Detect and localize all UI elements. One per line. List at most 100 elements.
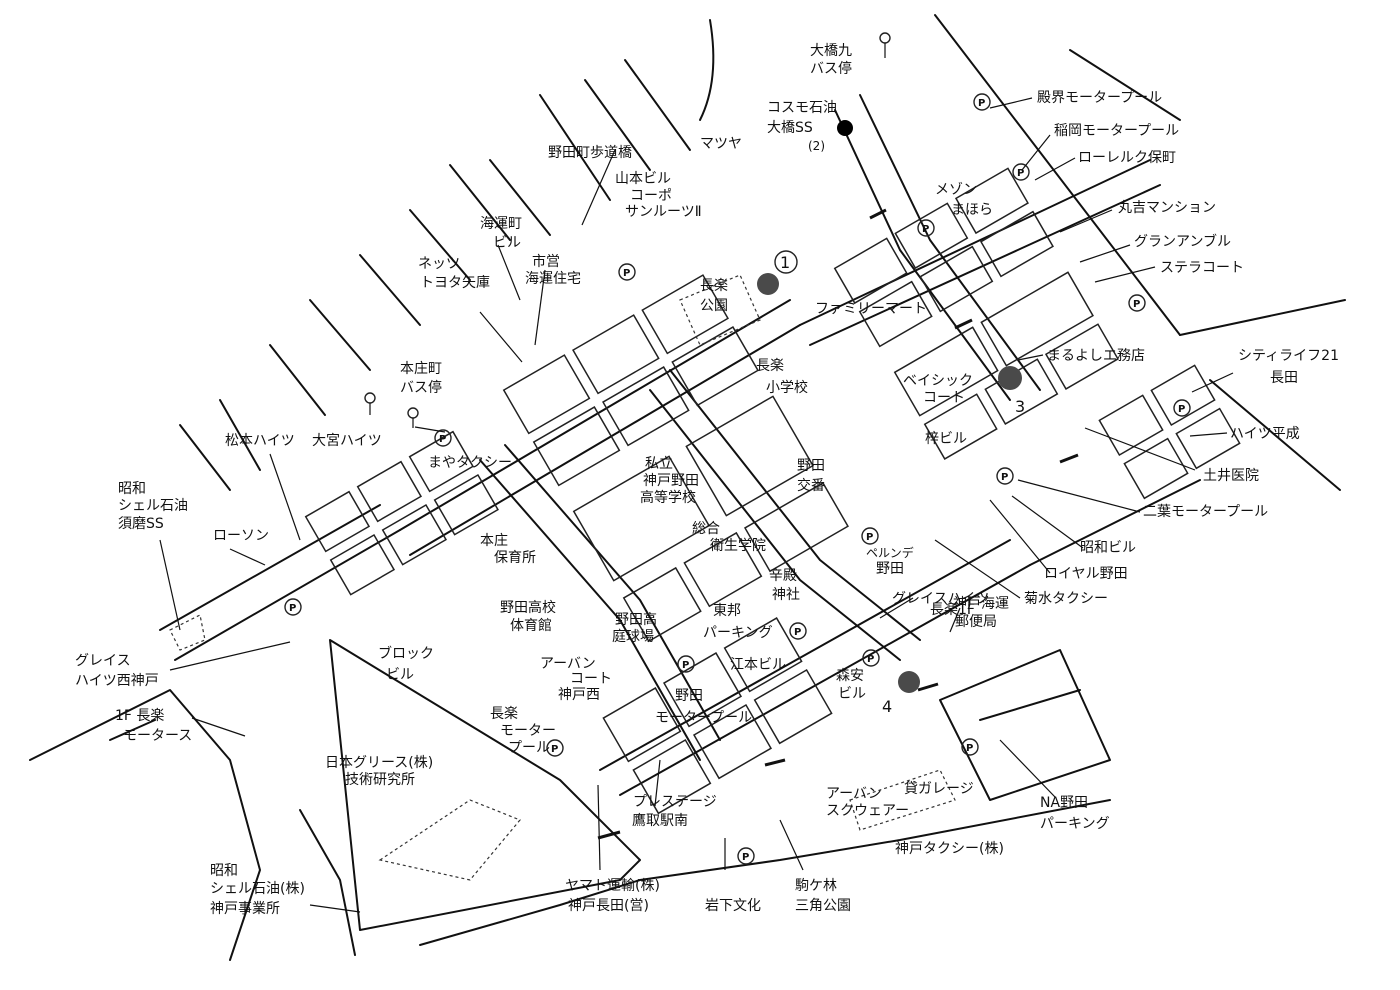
label-maruyoshi: まるよしエ務店 — [1047, 348, 1145, 364]
label-tatsuden-2: 神社 — [772, 587, 800, 603]
label-kashi-garage: 貸ガレージ — [904, 781, 974, 797]
label-noda-gym-2: 体育館 — [510, 617, 552, 634]
label-noda-bridge: 野田町歩道橋 — [548, 145, 632, 161]
label-urban-court-3: 神戸西 — [558, 687, 600, 703]
label-showa-bldg: 昭和ビル — [1080, 540, 1136, 556]
parking-icon: P — [861, 527, 879, 545]
label-yamato-1: ヤマト運輸(株) — [565, 878, 660, 894]
label-noda-motor-2: モータープール — [655, 710, 752, 726]
label-inaoka: 稲岡モータープール — [1054, 123, 1179, 139]
label-nihon-grease-2: 技術研究所 — [345, 772, 415, 788]
label-royal: ロイヤル野田 — [1044, 566, 1128, 582]
label-kaiun-bldg-2: ビル — [493, 235, 521, 251]
label-morimoto-1: 森安 — [836, 668, 864, 684]
leader-lines — [159, 97, 1234, 913]
parking-icon: P — [546, 739, 564, 757]
parking-icon: P — [973, 93, 991, 111]
label-doi: 土井医院 — [1203, 468, 1259, 484]
svg-text:P: P — [682, 660, 689, 671]
label-block-2: ビル — [386, 667, 414, 683]
label-nagara-school-2: 小学校 — [766, 379, 808, 396]
label-komagabayashi-1: 駒ケ林 — [795, 878, 837, 894]
svg-text:P: P — [551, 744, 558, 755]
svg-text:P: P — [1178, 404, 1185, 415]
parking-markers: P P P P P P P P P P P P P P P P — [284, 93, 1191, 865]
label-perinde-1: ペルンデ — [866, 545, 914, 560]
label-shiei-1: 市営 — [532, 253, 560, 270]
location-markers: 1 3 4 — [757, 120, 1025, 716]
parking-icon: P — [996, 467, 1014, 485]
label-komagabayashi-2: 三角公園 — [795, 898, 851, 914]
label-grace-nagara-1: グレイスハイツ — [892, 591, 989, 607]
label-tonokai: 殿界モータープール — [1037, 90, 1162, 106]
label-basic-1: ベイシック — [903, 373, 973, 389]
parking-icon: P — [917, 219, 935, 237]
label-yamamoto-1: 山本ビル — [615, 171, 671, 187]
parking-icon: P — [434, 429, 452, 447]
svg-text:P: P — [289, 603, 296, 614]
label-honjo-bus-2: バス停 — [400, 379, 442, 396]
label-showa-jigyo-1: 昭和 — [210, 863, 238, 879]
label-honjo-hoiku-1: 本庄 — [480, 532, 508, 549]
label-nagara-motor-2: モーター — [500, 723, 556, 739]
label-omiya: 大宮ハイツ — [312, 433, 382, 449]
label-nihon-grease-1: 日本グリース(株) — [325, 755, 433, 771]
label-grace-nagara-2: 長楽1F — [930, 602, 975, 618]
label-post-2: 郵便局 — [955, 614, 997, 630]
label-ohashi-bus-2: バス停 — [810, 60, 852, 77]
label-citylife-1: シティライフ21 — [1238, 348, 1339, 364]
label-grace-nishi-1: グレイス — [75, 653, 131, 669]
svg-text:P: P — [966, 743, 973, 754]
label-kobe-taxi: 神戸タクシー(株) — [895, 841, 1004, 857]
label-sogo-2: 衛生学院 — [710, 538, 766, 554]
label-honjo-bus-1: 本庄町 — [400, 360, 442, 377]
label-honjo-hoiku-2: 保育所 — [494, 550, 536, 566]
label-marukichi: 丸吉マンション — [1118, 200, 1216, 216]
svg-text:P: P — [623, 268, 630, 279]
label-ohashi-bus-1: 大橋九 — [810, 43, 852, 59]
label-noda-court-1: 野田高 — [615, 611, 657, 628]
label-netz-1: ネッツ — [418, 256, 460, 272]
label-urban-court-2: コート — [570, 671, 612, 687]
label-sogo-1: 総合 — [692, 521, 720, 537]
label-maison-1: メゾン — [935, 182, 977, 198]
svg-text:P: P — [439, 434, 446, 445]
label-morimoto-2: ビル — [838, 686, 866, 702]
label-lawson: ローソン — [213, 528, 269, 544]
label-nagara-motor-3: プール — [508, 740, 550, 756]
marker-3 — [998, 366, 1022, 390]
marker-1-label: 1 — [780, 253, 790, 272]
label-perinde-2: 野田 — [876, 561, 904, 577]
label-nagara-motors-2: モータース — [123, 728, 192, 744]
label-basic-2: コート — [923, 390, 965, 406]
parking-icon: P — [1128, 294, 1146, 312]
parking-icon: P — [677, 655, 695, 673]
label-block-1: ブロック — [378, 645, 434, 662]
parking-icon: P — [737, 847, 755, 865]
label-showa-jigyo-2: シェル石油(株) — [210, 881, 305, 897]
label-laurel: ローレルク保町 — [1078, 150, 1176, 166]
label-prestage-2: 鷹取駅南 — [632, 813, 688, 829]
label-na-noda-1: NA野田 — [1040, 795, 1088, 811]
label-maya: まやタクシー — [428, 455, 512, 471]
svg-text:P: P — [1001, 472, 1008, 483]
svg-text:P: P — [742, 852, 749, 863]
label-showa-jigyo-3: 神戸事業所 — [210, 901, 280, 917]
label-matsumoto: 松本ハイツ — [225, 433, 295, 449]
label-cosmo-num: (2) — [808, 139, 825, 153]
parking-icon: P — [789, 622, 807, 640]
label-showa-suma-1: 昭和 — [118, 481, 146, 497]
label-kaiun-bldg-1: 海運町 — [480, 216, 522, 232]
marker-3-label: 3 — [1015, 397, 1025, 416]
label-shiei-2: 海運住宅 — [525, 271, 581, 287]
label-koritsu-1: 私立 — [645, 456, 673, 472]
label-stella: ステラコート — [1160, 260, 1244, 276]
label-na-noda-2: パーキング — [1040, 816, 1110, 832]
label-noda-kouban-1: 野田 — [797, 458, 825, 474]
label-post-1: 神戸海運 — [953, 596, 1009, 612]
parking-icon: P — [618, 263, 636, 281]
label-nagara-school-1: 長楽 — [756, 358, 784, 374]
label-showa-suma-2: シェル石油 — [118, 498, 188, 514]
label-maison-2: まほら — [951, 202, 993, 218]
